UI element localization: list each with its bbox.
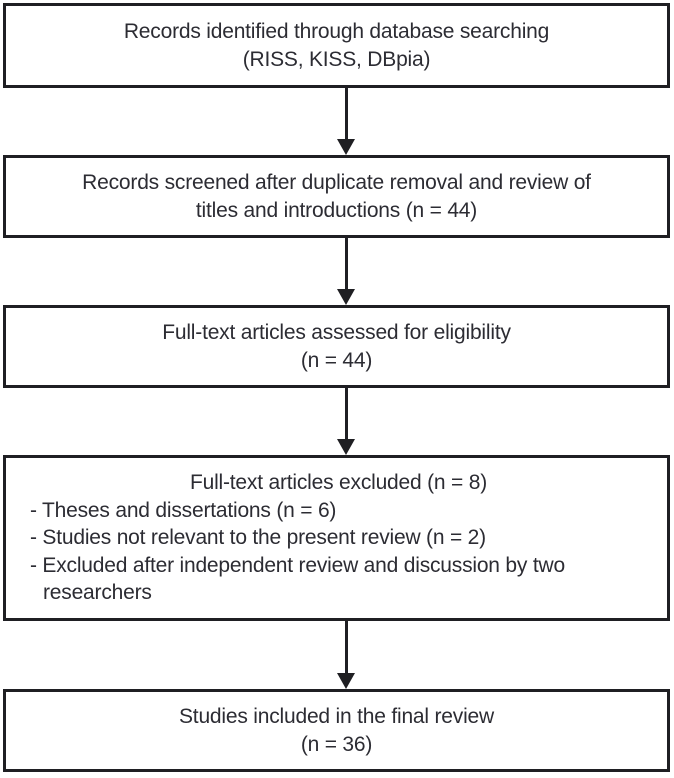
flow-arrow-down-4: [337, 621, 356, 689]
box-text-line: titles and introductions (n = 44): [195, 198, 478, 222]
flow-box-fulltext-assessed: Full-text articles assessed for eligibil…: [3, 305, 670, 388]
flow-box-records-screened: Records screened after duplicate removal…: [3, 155, 670, 238]
arrow-head-icon: [337, 139, 355, 155]
box-text-line: Records screened after duplicate removal…: [82, 171, 591, 194]
arrow-stem: [345, 238, 348, 290]
box-text-line: (n = 44): [300, 348, 373, 372]
box-text-line: Records identified through database sear…: [123, 20, 550, 43]
box-text-line: Studies included in the final review: [179, 705, 494, 728]
box-text-line: Full-text articles assessed for eligibil…: [162, 321, 511, 344]
arrow-stem: [345, 88, 348, 140]
arrow-head-icon: [337, 673, 355, 689]
flow-box-fulltext-excluded: Full-text articles excluded (n = 8) - Th…: [3, 455, 670, 621]
excluded-reason-item: - Studies not relevant to the present re…: [30, 526, 486, 550]
excluded-box-heading: Full-text articles excluded (n = 8): [189, 471, 488, 495]
box-text-line: (n = 36): [300, 732, 373, 756]
arrow-head-icon: [337, 439, 355, 455]
flow-box-records-identified: Records identified through database sear…: [3, 3, 670, 88]
flow-arrow-down-1: [337, 88, 356, 155]
arrow-head-icon: [337, 289, 355, 305]
box-text-line: (RISS, KISS, DBpia): [242, 47, 431, 71]
excluded-reason-item: - Theses and dissertations (n = 6): [30, 498, 337, 522]
arrow-stem: [345, 621, 348, 674]
flow-arrow-down-3: [337, 388, 356, 455]
flow-box-studies-included: Studies included in the final review (n …: [3, 689, 670, 772]
flow-arrow-down-2: [337, 238, 356, 305]
excluded-reason-item: - Excluded after independent review and …: [30, 553, 565, 605]
arrow-stem: [345, 388, 348, 440]
